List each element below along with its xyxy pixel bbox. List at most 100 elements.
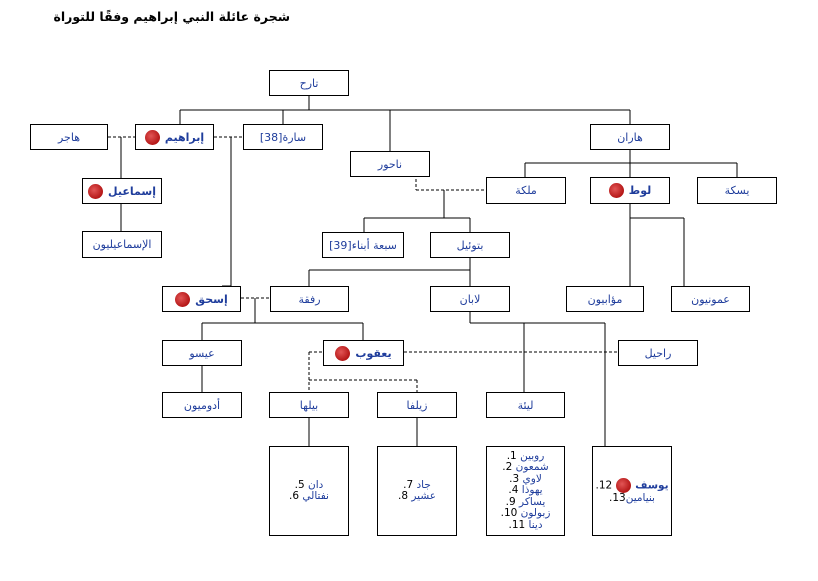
node-label: أدوميون <box>183 398 221 412</box>
node-label: يسكة <box>724 184 750 197</box>
son-number: 2. <box>502 461 513 474</box>
prophet-seal-icon <box>144 129 160 145</box>
node-label: الإسماعيليون <box>92 238 152 251</box>
son-entry: لاوي 3. <box>509 472 542 486</box>
node-abraham: إبراهيم <box>135 124 214 150</box>
son-entry: زبولون 10. <box>501 508 551 520</box>
son-name: يهوذا <box>521 484 543 497</box>
node-seven-sons: سبعة أبناء[39] <box>322 232 404 258</box>
prophet-seal-icon <box>335 345 351 361</box>
node-label: ملكة <box>515 184 537 197</box>
node-label: هاجر <box>57 130 81 144</box>
son-entry: نفتالي 6. <box>289 490 329 503</box>
prophet-seal-icon <box>616 477 632 493</box>
node-edomites: أدوميون <box>162 392 242 418</box>
node-label: لابان <box>459 292 481 306</box>
son-number: 10. <box>500 507 518 520</box>
son-entry: يساكر 9. <box>506 495 546 509</box>
son-number: 5. <box>294 478 305 491</box>
son-name: نفتالي <box>302 490 329 502</box>
son-entry: جاد 7. <box>403 478 431 492</box>
son-number: 12. <box>595 479 613 492</box>
node-label: زيلفا <box>406 398 428 412</box>
node-jacob: يعقوب <box>323 340 404 366</box>
son-entry: روبين 1. <box>506 449 545 463</box>
son-entry: يهوذا 4. <box>508 485 542 497</box>
node-rachel: راحيل <box>618 340 698 366</box>
node-label: مؤابيون <box>587 292 623 306</box>
son-name: دينا <box>528 518 543 531</box>
node-label: سارة <box>282 130 307 144</box>
node-label: تارح <box>299 76 319 90</box>
son-name: روبين <box>520 449 545 462</box>
son-number: 11. <box>508 518 526 531</box>
node-zilpah: زيلفا <box>377 392 457 418</box>
footnote-ref: [39] <box>329 238 352 252</box>
node-label: لوط <box>628 184 652 197</box>
node-label: إبراهيم <box>164 130 205 144</box>
node-leah: ليئة <box>486 392 565 418</box>
node-moabites: مؤابيون <box>566 286 644 312</box>
node-label: ناحور <box>377 157 403 171</box>
son-name: شمعون <box>515 461 549 474</box>
prophet-seal-icon <box>608 183 624 198</box>
node-bilhah: بيلها <box>269 392 349 418</box>
node-ishmael: إسماعيل <box>82 178 162 204</box>
son-entry: يوسف 12. <box>595 477 669 493</box>
son-name: زبولون <box>520 507 551 520</box>
node-ishmaelites: الإسماعيليون <box>82 231 162 258</box>
son-entry: بنيامين13. <box>609 491 655 505</box>
node-label: ليئة <box>517 398 534 412</box>
node-laban: لابان <box>430 286 510 312</box>
node-haran: هاران <box>590 124 670 150</box>
sons-of-zilpah: جاد 7. عشير 8. <box>377 446 457 536</box>
son-name: دان <box>308 478 324 491</box>
son-number: 13. <box>609 491 626 504</box>
son-number: 8. <box>398 490 409 502</box>
node-label: إسحق <box>195 292 228 306</box>
node-label: بيلها <box>299 398 319 412</box>
node-isaac: إسحق <box>162 286 241 312</box>
node-label: عمونيون <box>691 292 730 306</box>
sons-of-bilhah: دان 5. نفتالي 6. <box>269 446 349 536</box>
son-number: 7. <box>403 478 414 491</box>
node-terah: تارح <box>269 70 349 96</box>
node-label: سبعة أبناء <box>351 238 397 252</box>
son-name: يساكر <box>519 495 546 508</box>
son-entry: دينا 11. <box>508 518 543 532</box>
son-number: 1. <box>506 449 517 462</box>
node-lot: لوط <box>590 177 670 204</box>
node-hagar: هاجر <box>30 124 108 150</box>
son-entry: شمعون 2. <box>502 462 548 474</box>
prophet-seal-icon <box>88 183 104 199</box>
node-label: يعقوب <box>355 346 392 360</box>
footnote-ref: [38] <box>259 130 283 144</box>
son-number: 4. <box>508 484 519 497</box>
son-name: عشير <box>411 490 436 502</box>
node-label: عيسو <box>189 346 215 360</box>
sons-of-leah: روبين 1. شمعون 2. لاوي 3. يهوذا 4. يساكر… <box>486 446 565 536</box>
node-bethuel: بتوئيل <box>430 232 510 258</box>
node-ammonites: عمونيون <box>671 286 750 312</box>
son-name: لاوي <box>522 472 542 485</box>
son-number: 6. <box>289 490 300 502</box>
node-milcah: ملكة <box>486 177 566 204</box>
son-entry: عشير 8. <box>398 490 436 503</box>
node-label: هاران <box>617 130 643 144</box>
node-label: بتوئيل <box>456 238 484 252</box>
node-nahor: ناحور <box>350 151 430 177</box>
diagram-title: شجرة عائلة النبي إبراهيم وفقًا للتوراة <box>53 9 290 24</box>
son-name: جاد <box>416 478 431 491</box>
sons-of-rachel: يوسف 12. بنيامين13. <box>592 446 672 536</box>
son-name: يوسف <box>635 479 669 492</box>
node-rebecca: رفقة <box>270 286 349 312</box>
prophet-seal-icon <box>175 291 191 307</box>
node-label: إسماعيل <box>108 184 156 198</box>
node-label: رفقة <box>298 292 321 306</box>
son-name: بنيامين <box>625 491 655 504</box>
son-entry: دان 5. <box>294 478 324 492</box>
son-number: 3. <box>509 472 520 485</box>
node-iscah: يسكة <box>697 177 777 204</box>
node-esau: عيسو <box>162 340 242 366</box>
